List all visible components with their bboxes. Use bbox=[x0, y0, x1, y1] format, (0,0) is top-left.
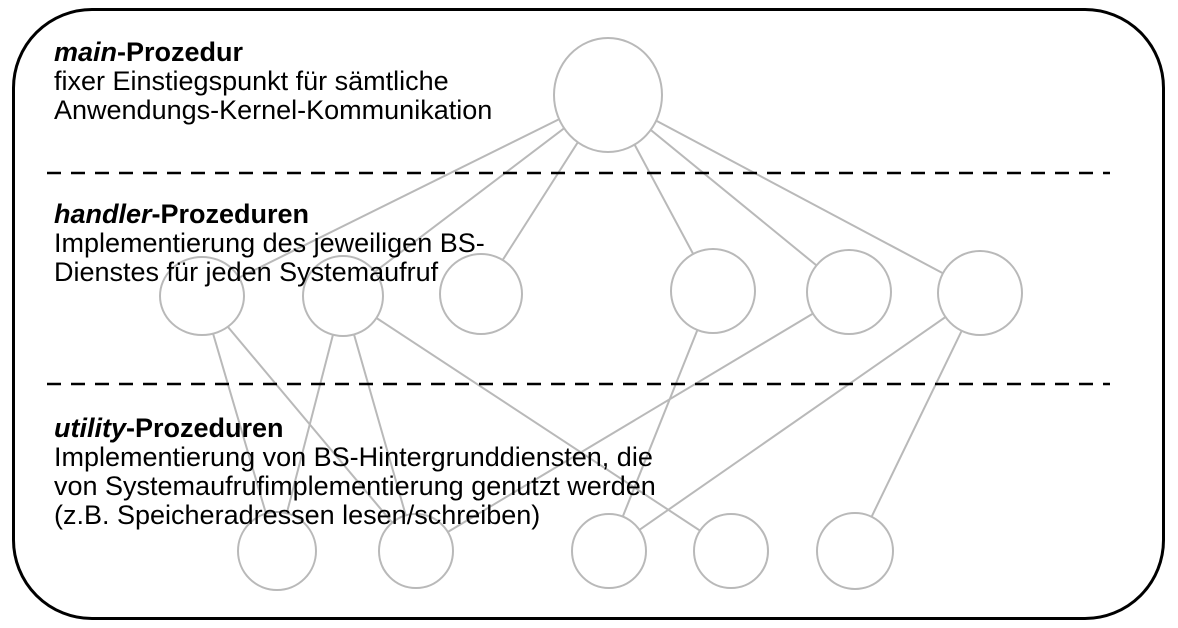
section-utility-title: utility-Prozeduren bbox=[54, 414, 656, 443]
node-h3-circle bbox=[439, 253, 523, 335]
section-utility-desc-line: (z.B. Speicheradressen lesen/schreiben) bbox=[54, 500, 541, 530]
section-utility: utility-Prozeduren Implementierung von B… bbox=[54, 414, 656, 530]
edge-h5-u2 bbox=[415, 291, 850, 552]
edge-h2-u1 bbox=[276, 295, 344, 552]
section-handler-desc-line: Implementierung des jeweiligen BS- bbox=[54, 228, 485, 258]
node-u1-circle bbox=[237, 511, 317, 591]
section-main-desc-line: fixer Einstiegspunkt für sämtliche bbox=[54, 66, 449, 96]
outer-frame bbox=[12, 8, 1165, 620]
section-main-term: main bbox=[54, 37, 118, 67]
node-h6-circle bbox=[937, 250, 1023, 336]
node-h5-circle bbox=[806, 249, 892, 335]
section-handler: handler-Prozeduren Implementierung des j… bbox=[54, 200, 485, 287]
section-handler-suffix: -Prozeduren bbox=[151, 199, 310, 229]
section-utility-desc-line: von Systemaufrufimplementierung genutzt … bbox=[54, 471, 656, 501]
node-h2-circle bbox=[302, 255, 384, 337]
section-utility-suffix: -Prozeduren bbox=[126, 413, 284, 443]
node-main-circle bbox=[553, 37, 663, 153]
node-h4-circle bbox=[670, 248, 756, 334]
section-main-title: main-Prozedur bbox=[54, 38, 492, 67]
edge-h2-u2 bbox=[342, 295, 417, 552]
section-handler-title: handler-Prozeduren bbox=[54, 200, 485, 229]
node-u3-circle bbox=[571, 513, 647, 589]
section-main: main-Prozedur fixer Einstiegspunkt für s… bbox=[54, 38, 492, 125]
edge-main-h1 bbox=[201, 94, 609, 297]
edge-h2-u4 bbox=[342, 295, 732, 552]
edge-h1-u1 bbox=[201, 295, 278, 552]
section-utility-term: utility bbox=[54, 413, 126, 443]
section-main-suffix: -Prozedur bbox=[117, 37, 244, 67]
node-u5-circle bbox=[816, 512, 894, 590]
edge-h6-u5 bbox=[854, 292, 981, 552]
edge-h6-u3 bbox=[608, 292, 981, 552]
section-utility-desc-line: Implementierung von BS-Hintergrunddienst… bbox=[54, 442, 653, 472]
section-handler-term: handler bbox=[54, 199, 152, 229]
edge-h4-u3 bbox=[608, 290, 714, 552]
edge-main-h6 bbox=[607, 94, 981, 294]
node-u4-circle bbox=[693, 513, 769, 589]
section-handler-desc-line: Dienstes für jeden Systemaufruf bbox=[54, 257, 439, 287]
node-h1-circle bbox=[159, 256, 245, 336]
section-main-desc-line: Anwendungs-Kernel-Kommunikation bbox=[54, 95, 493, 125]
node-u2-circle bbox=[378, 513, 454, 589]
